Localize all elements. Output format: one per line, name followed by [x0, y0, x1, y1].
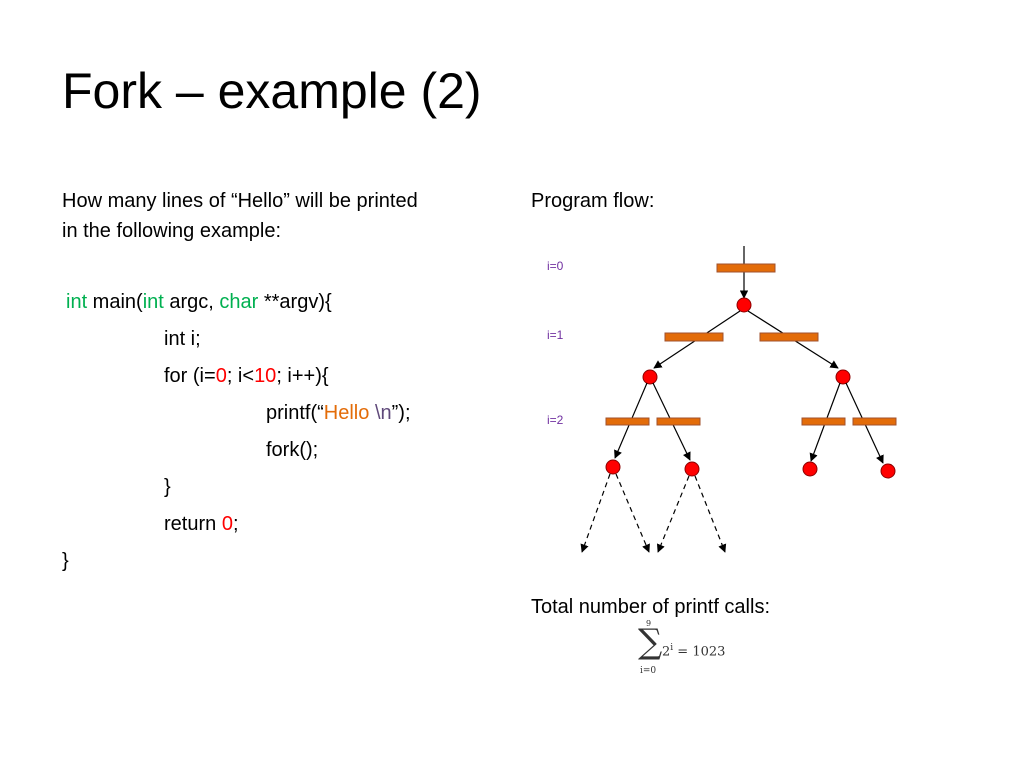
- sigma-icon: ∑: [638, 622, 663, 662]
- question-line-1: How many lines of “Hello” will be printe…: [62, 190, 418, 212]
- slide-title: Fork – example (2): [62, 63, 482, 119]
- keyword-int: int: [142, 291, 164, 313]
- question-line-2: in the following example:: [62, 220, 282, 242]
- number-literal: 0: [215, 365, 227, 387]
- flow-edge-dashed: [656, 475, 690, 553]
- code-text: for (i=: [164, 365, 216, 387]
- code-text: ; i++){: [276, 365, 329, 387]
- code-text: }: [164, 476, 171, 498]
- code-line-return: return 0;: [62, 506, 411, 543]
- total-printf-label: Total number of printf calls:: [531, 596, 770, 618]
- fork-bar: [664, 332, 724, 342]
- fork-bar: [852, 417, 897, 426]
- fork-bar: [656, 417, 701, 426]
- fork-bar: [716, 263, 776, 273]
- code-text: fork();: [266, 439, 319, 461]
- program-flow-label: Program flow:: [531, 190, 655, 212]
- fork-bar: [759, 332, 819, 342]
- summation-body: 2i = 1023: [662, 640, 725, 660]
- code-text: argc,: [163, 291, 220, 313]
- process-node: [835, 369, 851, 385]
- level-label-i1: i=1: [547, 328, 564, 342]
- level-label-i2: i=2: [547, 413, 564, 427]
- summation-base: 2: [662, 644, 671, 660]
- string-literal: Hello: [323, 402, 370, 424]
- number-literal: 0: [221, 513, 233, 535]
- summation-upper-limit: 9: [646, 619, 652, 628]
- code-text: ;: [232, 513, 239, 535]
- flow-edge-dashed: [615, 473, 650, 553]
- process-node: [880, 463, 896, 479]
- process-node: [802, 461, 818, 477]
- keyword-char: char: [219, 291, 259, 313]
- code-text: ; i<: [226, 365, 255, 387]
- code-line-main: int main(int argc, char **argv){: [62, 284, 411, 321]
- fork-bar: [801, 417, 846, 426]
- escape-sequence: \n: [374, 402, 392, 424]
- code-line-fork: fork();: [62, 432, 411, 469]
- summation-formula: 9 ∑ i=0 2i = 1023: [636, 620, 746, 682]
- level-label-i0: i=0: [547, 259, 564, 273]
- process-node: [684, 461, 700, 477]
- process-node: [736, 297, 752, 313]
- code-text: main(: [87, 291, 143, 313]
- code-text: printf(“: [266, 402, 324, 424]
- code-block: int main(int argc, char **argv){ int i; …: [62, 284, 411, 580]
- code-text: return: [164, 513, 222, 535]
- process-node: [642, 369, 658, 385]
- code-text: ”);: [391, 402, 411, 424]
- flow-edge-dashed: [694, 475, 727, 553]
- code-text: int i;: [164, 328, 201, 350]
- summation-result: = 1023: [673, 644, 726, 660]
- code-line-close-for: }: [62, 469, 411, 506]
- code-line-decl: int i;: [62, 321, 411, 358]
- number-literal: 10: [254, 365, 277, 387]
- question-text: How many lines of “Hello” will be printe…: [62, 186, 502, 246]
- code-text: }: [62, 550, 69, 572]
- fork-tree-diagram: i=0 i=1 i=2: [547, 246, 897, 553]
- fork-bar: [605, 417, 650, 426]
- code-line-printf: printf(“Hello \n”);: [62, 395, 411, 432]
- summation-lower-limit: i=0: [640, 666, 657, 676]
- keyword-int: int: [66, 291, 88, 313]
- summation-exponent: i: [670, 643, 674, 653]
- flow-edge-dashed: [580, 473, 611, 553]
- code-line-for: for (i=0; i<10; i++){: [62, 358, 411, 395]
- code-line-close-main: }: [62, 543, 411, 580]
- process-node: [605, 459, 621, 475]
- code-text: **argv){: [258, 291, 332, 313]
